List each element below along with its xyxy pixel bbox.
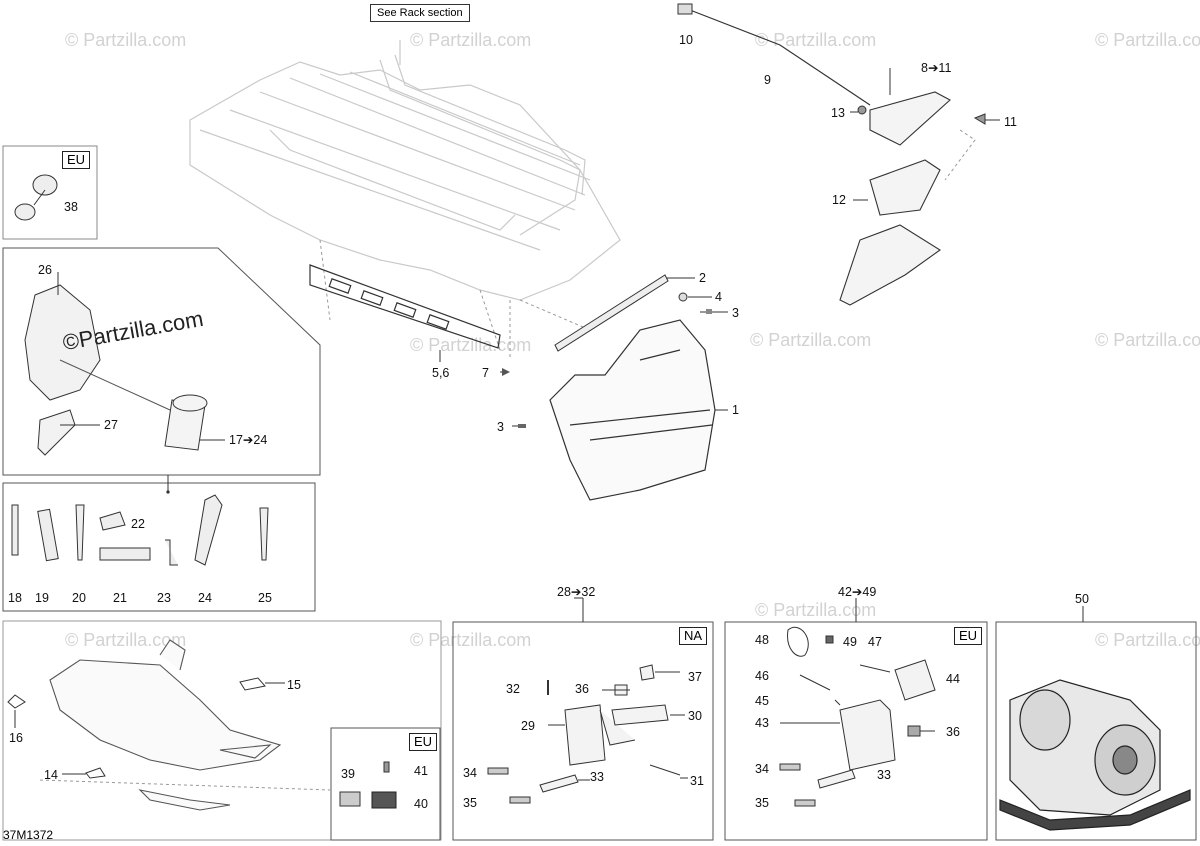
callout: 16: [9, 731, 23, 745]
tools: [11, 494, 269, 566]
callout: 2: [699, 271, 706, 285]
callout: 17➔24: [229, 433, 268, 447]
rack-note: See Rack section: [370, 4, 470, 22]
eu-bracket: [787, 627, 936, 789]
callout: 21: [113, 591, 127, 605]
callout: 4: [715, 290, 722, 304]
callout: 7: [482, 366, 489, 380]
callout: 1: [732, 403, 739, 417]
callout: 9: [764, 73, 771, 87]
winch-box: [995, 621, 1197, 841]
callout: 33: [590, 770, 604, 784]
callout: 34: [755, 762, 769, 776]
watermark: © Partzilla.com: [1095, 30, 1200, 50]
callout: 40: [414, 797, 428, 811]
callout: 47: [868, 635, 882, 649]
mirror: [14, 174, 58, 221]
mud-flap: [549, 319, 716, 501]
callout: 11: [1004, 115, 1017, 129]
callout: 12: [832, 193, 846, 207]
callout: 50: [1075, 592, 1089, 606]
tail-light: [839, 91, 951, 306]
callout: 45: [755, 694, 769, 708]
snowmobile: [49, 639, 282, 811]
callout: 37: [688, 670, 702, 684]
watermark: © Partzilla.com: [410, 630, 532, 650]
callout: 35: [463, 796, 477, 810]
callout: 49: [843, 635, 857, 649]
callout: 38: [64, 200, 78, 214]
callout: 18: [8, 591, 22, 605]
callout: 15: [287, 678, 301, 692]
callout: 22: [131, 517, 145, 531]
tool-bag: [24, 284, 101, 456]
watermark: © Partzilla.com: [755, 600, 877, 620]
callout: 3: [732, 306, 739, 320]
callout: 33: [877, 768, 891, 782]
callout: 3: [497, 420, 504, 434]
watermark: © Partzilla.com: [65, 630, 187, 650]
watermark: © Partzilla.com: [1095, 330, 1200, 350]
callout: 29: [521, 719, 535, 733]
callout: 42➔49: [838, 585, 877, 599]
winch: [999, 679, 1191, 831]
tool-kit-box: [2, 247, 321, 476]
strip: [554, 274, 669, 352]
diagram-code: 37M1372: [3, 828, 54, 842]
callout: 13: [831, 106, 845, 120]
callout: 46: [755, 669, 769, 683]
callout: 14: [44, 768, 58, 782]
vehicle-panel: [2, 620, 442, 841]
callout: 31: [690, 774, 704, 788]
callout: 27: [104, 418, 118, 432]
na-tag: NA: [679, 627, 708, 645]
callout: 44: [946, 672, 960, 686]
watermark: © Partzilla.com: [410, 30, 532, 50]
callout: 41: [414, 764, 428, 778]
rack-dashed: [319, 239, 591, 360]
callout: 20: [72, 591, 86, 605]
callout: 36: [575, 682, 589, 696]
callout: 5,6: [432, 366, 450, 380]
side-rail: [309, 264, 501, 349]
callout: 24: [198, 591, 212, 605]
callout: 32: [506, 682, 520, 696]
callout: 23: [157, 591, 171, 605]
watermark: © Partzilla.com: [750, 330, 872, 350]
callout: 39: [341, 767, 355, 781]
eu-tag: EU: [62, 151, 91, 169]
callout: 35: [755, 796, 769, 810]
callout: 43: [755, 716, 769, 730]
watermark: © Partzilla.com: [65, 30, 187, 50]
callout: 19: [35, 591, 49, 605]
rack-outline: [189, 40, 621, 301]
callout: 10: [679, 33, 693, 47]
cylinder-pouch: [164, 394, 208, 451]
watermark: © Partzilla.com: [1095, 630, 1200, 650]
eu-tag: EU: [409, 733, 438, 751]
callout: 36: [946, 725, 960, 739]
watermark: © Partzilla.com: [755, 30, 877, 50]
eu-plate-box: [330, 727, 441, 841]
callout: 28➔32: [557, 585, 596, 599]
na-bracket: [539, 664, 681, 793]
tools-box: [2, 482, 316, 612]
callout: 48: [755, 633, 769, 647]
eu-tag: EU: [954, 627, 983, 645]
callout: 25: [258, 591, 272, 605]
eu-mirror-box: [2, 145, 98, 240]
callout: 34: [463, 766, 477, 780]
callout: 8➔11: [921, 61, 952, 75]
callout: 30: [688, 709, 702, 723]
callout: 26: [38, 263, 52, 277]
